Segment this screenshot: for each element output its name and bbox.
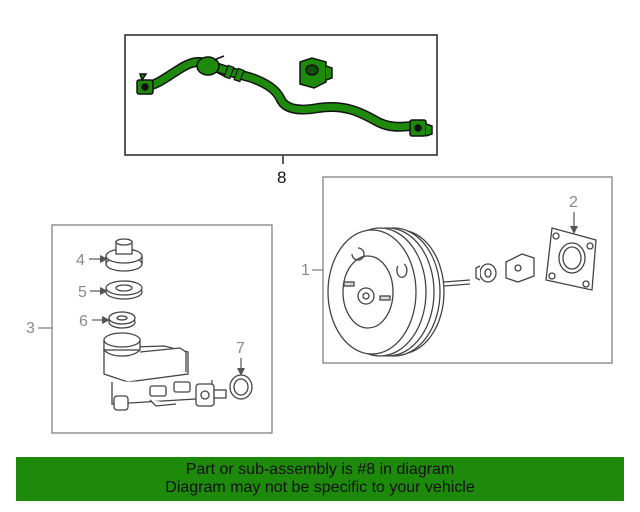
notice-line-1: Part or sub-assembly is #8 in diagram: [185, 461, 455, 478]
right-hose-clip: [409, 119, 433, 137]
vacuum-hose-fill: [144, 58, 416, 131]
callout-2[interactable]: 2: [569, 194, 578, 211]
leader-2-arrow: [570, 226, 578, 234]
booster-bushing: [475, 263, 497, 283]
callout-6[interactable]: 6: [79, 313, 88, 330]
leader-5-arrow: [100, 287, 108, 295]
master-cylinder[interactable]: [103, 332, 227, 411]
callout-3[interactable]: 3: [26, 320, 35, 337]
callout-1[interactable]: 1: [301, 262, 310, 279]
reservoir-seal[interactable]: [108, 311, 136, 329]
reservoir-strainer[interactable]: [105, 280, 143, 300]
reservoir-cap[interactable]: [105, 238, 143, 272]
notice-line-2: Diagram may not be specific to your vehi…: [165, 479, 475, 496]
callout-7[interactable]: 7: [236, 340, 245, 357]
vacuum-hose-assembly[interactable]: [124, 34, 438, 156]
callout-8[interactable]: 8: [277, 168, 286, 187]
callout-5[interactable]: 5: [78, 284, 87, 301]
booster-clevis: [505, 253, 535, 283]
booster-gasket[interactable]: [545, 227, 597, 291]
check-valve: [196, 55, 225, 77]
hose-bracket: [299, 57, 333, 89]
leader-7-arrow: [237, 368, 245, 376]
callout-4[interactable]: 4: [76, 252, 85, 269]
brake-booster[interactable]: [327, 227, 471, 357]
leader-4-arrow: [100, 255, 108, 263]
master-cylinder-oring[interactable]: [229, 374, 253, 400]
leader-6-arrow: [102, 316, 110, 324]
diagram-notice-banner: Part or sub-assembly is #8 in diagram Di…: [16, 457, 624, 501]
left-hose-clip: [136, 73, 154, 95]
hose-clamps: [223, 64, 245, 83]
